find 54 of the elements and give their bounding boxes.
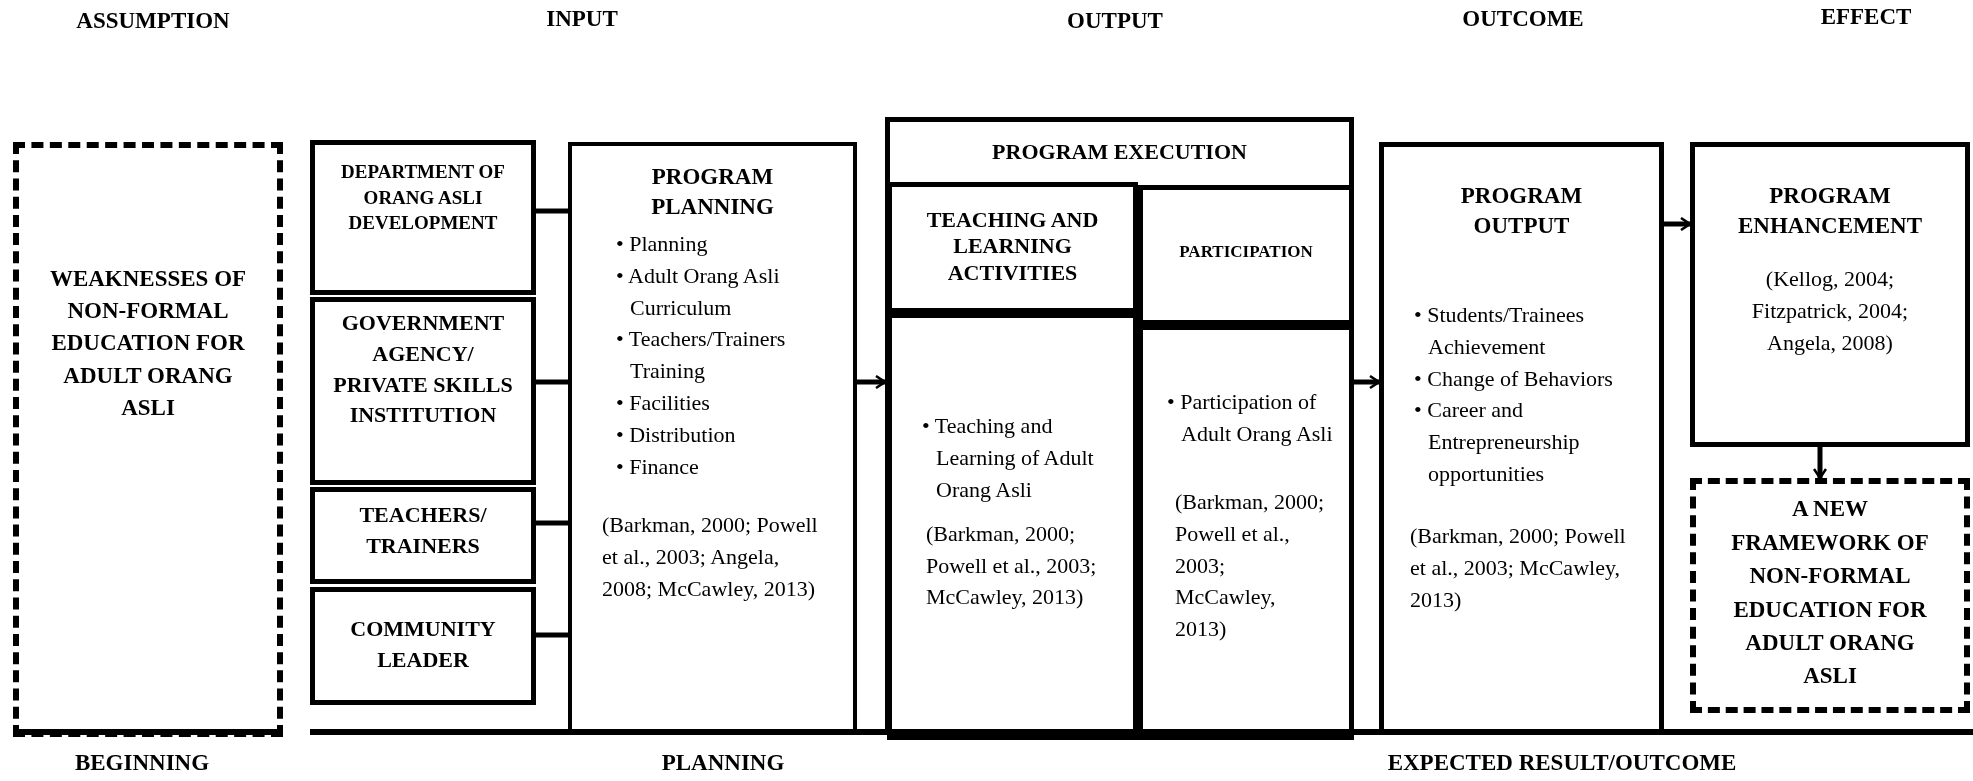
- stage-label: ASSUMPTION: [76, 8, 230, 34]
- box-heading: PROGRAM ENHANCEMENT: [1737, 182, 1923, 240]
- box-heading: PROGRAM PLANNING: [650, 163, 775, 221]
- bullet-item: • Participation of Adult Orang Asli: [1167, 388, 1334, 448]
- arrow: [1812, 447, 1828, 480]
- stage-label: OUTPUT: [1067, 8, 1163, 34]
- arrow: [1664, 216, 1692, 232]
- process-box: [310, 487, 536, 584]
- process-box: [887, 313, 1138, 740]
- citation-text: (Kellog, 2004; Fitzpatrick, 2004; Angela, 2008): [1750, 264, 1910, 357]
- process-box: [887, 182, 1138, 313]
- stage-label: INPUT: [546, 6, 618, 32]
- box-heading: PROGRAM OUTPUT: [1459, 182, 1584, 240]
- bullet-item: • Distribution: [616, 421, 737, 450]
- box-heading: PARTICIPATION: [1179, 240, 1313, 263]
- process-box: [310, 297, 536, 485]
- stage-label: PLANNING: [661, 750, 785, 776]
- process-box: [1690, 142, 1970, 447]
- bullet-item: • Adult Orang Asli Curriculum: [616, 261, 781, 322]
- dashed-box: [1690, 478, 1970, 713]
- box-heading: TEACHERS/ TRAINERS: [358, 501, 488, 560]
- citation-text: (Barkman, 2000; Powell et al., 2003; McCawley, 2013): [1410, 522, 1627, 614]
- stage-label: OUTCOME: [1462, 6, 1584, 32]
- citation-text: (Barkman, 2000; Powell et al., 2003; McCawley, 2013): [926, 519, 1098, 612]
- connector-line: [536, 379, 568, 385]
- bullet-item: • Career and Entrepreneurship opportunities: [1414, 396, 1581, 489]
- citation-text: (Barkman, 2000; Powell et al., 2003; Angela, 2008; McCawley, 2013): [602, 510, 819, 603]
- bullet-item: • Teachers/Trainers Training: [616, 325, 787, 386]
- bullet-item: • Finance: [616, 453, 700, 481]
- connector-line: [536, 208, 568, 214]
- citation-text: (Barkman, 2000; Powell et al., 2003; McCawley, 2013): [1175, 487, 1325, 644]
- bullet-item: • Students/Trainees Achievement: [1414, 300, 1586, 361]
- stage-label: EXPECTED RESULT/OUTCOME: [1387, 750, 1737, 776]
- process-box: [310, 587, 536, 705]
- box-heading: WEAKNESSES OF NON-FORMAL EDUCATION FOR ADULT ORANG ASLI: [48, 265, 248, 422]
- connector-line: [536, 632, 568, 638]
- connector-line: [536, 520, 568, 526]
- bullet-item: • Teaching and Learning of Adult Orang Asli: [922, 412, 1095, 504]
- process-box: [310, 140, 536, 295]
- box-heading: DEPARTMENT OF ORANG ASLI DEVELOPMENT: [340, 160, 506, 236]
- box-heading: PROGRAM EXECUTION: [992, 138, 1247, 166]
- box-heading: COMMUNITY LEADER: [349, 615, 497, 674]
- bullet-item: • Facilities: [616, 389, 711, 418]
- arrow: [1354, 374, 1381, 390]
- bullet-item: • Planning: [616, 229, 709, 258]
- bullet-item: • Change of Behaviors: [1414, 364, 1614, 393]
- dashed-box: [13, 142, 283, 737]
- stage-label: BEGINNING: [74, 750, 210, 776]
- box-heading: TEACHING AND LEARNING ACTIVITIES: [925, 207, 1100, 287]
- box-heading: GOVERNMENT AGENCY/ PRIVATE SKILLS INSTITUTION: [332, 309, 514, 430]
- box-heading: A NEW FRAMEWORK OF NON-FORMAL EDUCATION FOR ADULT ORANG ASLI: [1730, 495, 1930, 691]
- stage-label: EFFECT: [1820, 4, 1912, 30]
- arrow: [857, 374, 887, 390]
- process-box: [1138, 325, 1354, 740]
